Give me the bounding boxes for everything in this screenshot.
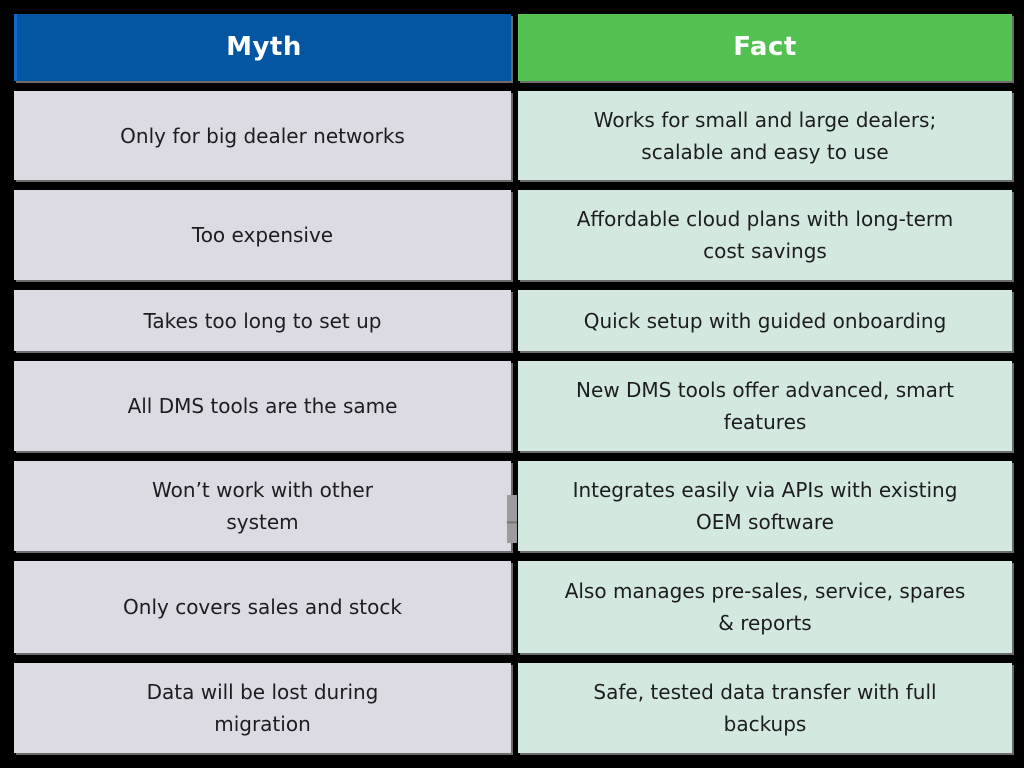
column-header-fact: Fact (518, 14, 1012, 81)
myth-cell-row-2: Too expensive (14, 190, 511, 280)
column-header-fact-label: Fact (733, 31, 797, 62)
fact-text: Safe, tested data transfer with full bac… (593, 680, 937, 736)
myth-cell-row-1: Only for big dealer networks (14, 91, 511, 180)
myth-text: Data will be lost during migration (146, 680, 379, 736)
myth-text: Takes too long to set up (143, 308, 382, 333)
myth-text: Too expensive (191, 223, 334, 247)
fact-cell-row-2: Affordable cloud plans with long-term co… (518, 190, 1012, 280)
myth-text: Only for big dealer networks (120, 123, 405, 148)
fact-cell-row-1: Works for small and large dealers; scala… (518, 91, 1012, 180)
myth-text: Won’t work with other system (152, 478, 373, 534)
fact-cell-row-4: New DMS tools offer advanced, smart feat… (518, 361, 1012, 451)
table-grid: Myth Fact Only for big dealer networks W… (14, 14, 1012, 753)
myth-text: Only covers sales and stock (123, 595, 402, 619)
fact-text: Works for small and large dealers; scala… (593, 107, 937, 164)
myth-cell-row-6: Only covers sales and stock (14, 561, 511, 653)
fact-text: Integrates easily via APIs with existing… (572, 478, 958, 534)
fact-text: Affordable cloud plans with long-term co… (576, 207, 954, 263)
fact-cell-row-6: Also manages pre-sales, service, spares … (518, 561, 1012, 653)
fact-text: New DMS tools offer advanced, smart feat… (576, 378, 954, 434)
myth-cell-row-7: Data will be lost during migration (14, 663, 511, 753)
myth-text: All DMS tools are the same (127, 394, 398, 418)
myth-cell-row-3: Takes too long to set up (14, 290, 511, 351)
fact-cell-row-3: Quick setup with guided onboarding (518, 290, 1012, 351)
column-header-myth-label: Myth (226, 31, 302, 62)
myth-cell-row-5: Won’t work with other system (14, 461, 511, 551)
myth-cell-row-4: All DMS tools are the same (14, 361, 511, 451)
fact-text: Also manages pre-sales, service, spares … (564, 579, 966, 635)
fact-text: Quick setup with guided onboarding (583, 308, 947, 333)
fact-cell-row-5: Integrates easily via APIs with existing… (518, 461, 1012, 551)
column-header-myth: Myth (14, 14, 511, 81)
scrollbar-thumb-artifact[interactable] (507, 495, 517, 543)
fact-cell-row-7: Safe, tested data transfer with full bac… (518, 663, 1012, 753)
